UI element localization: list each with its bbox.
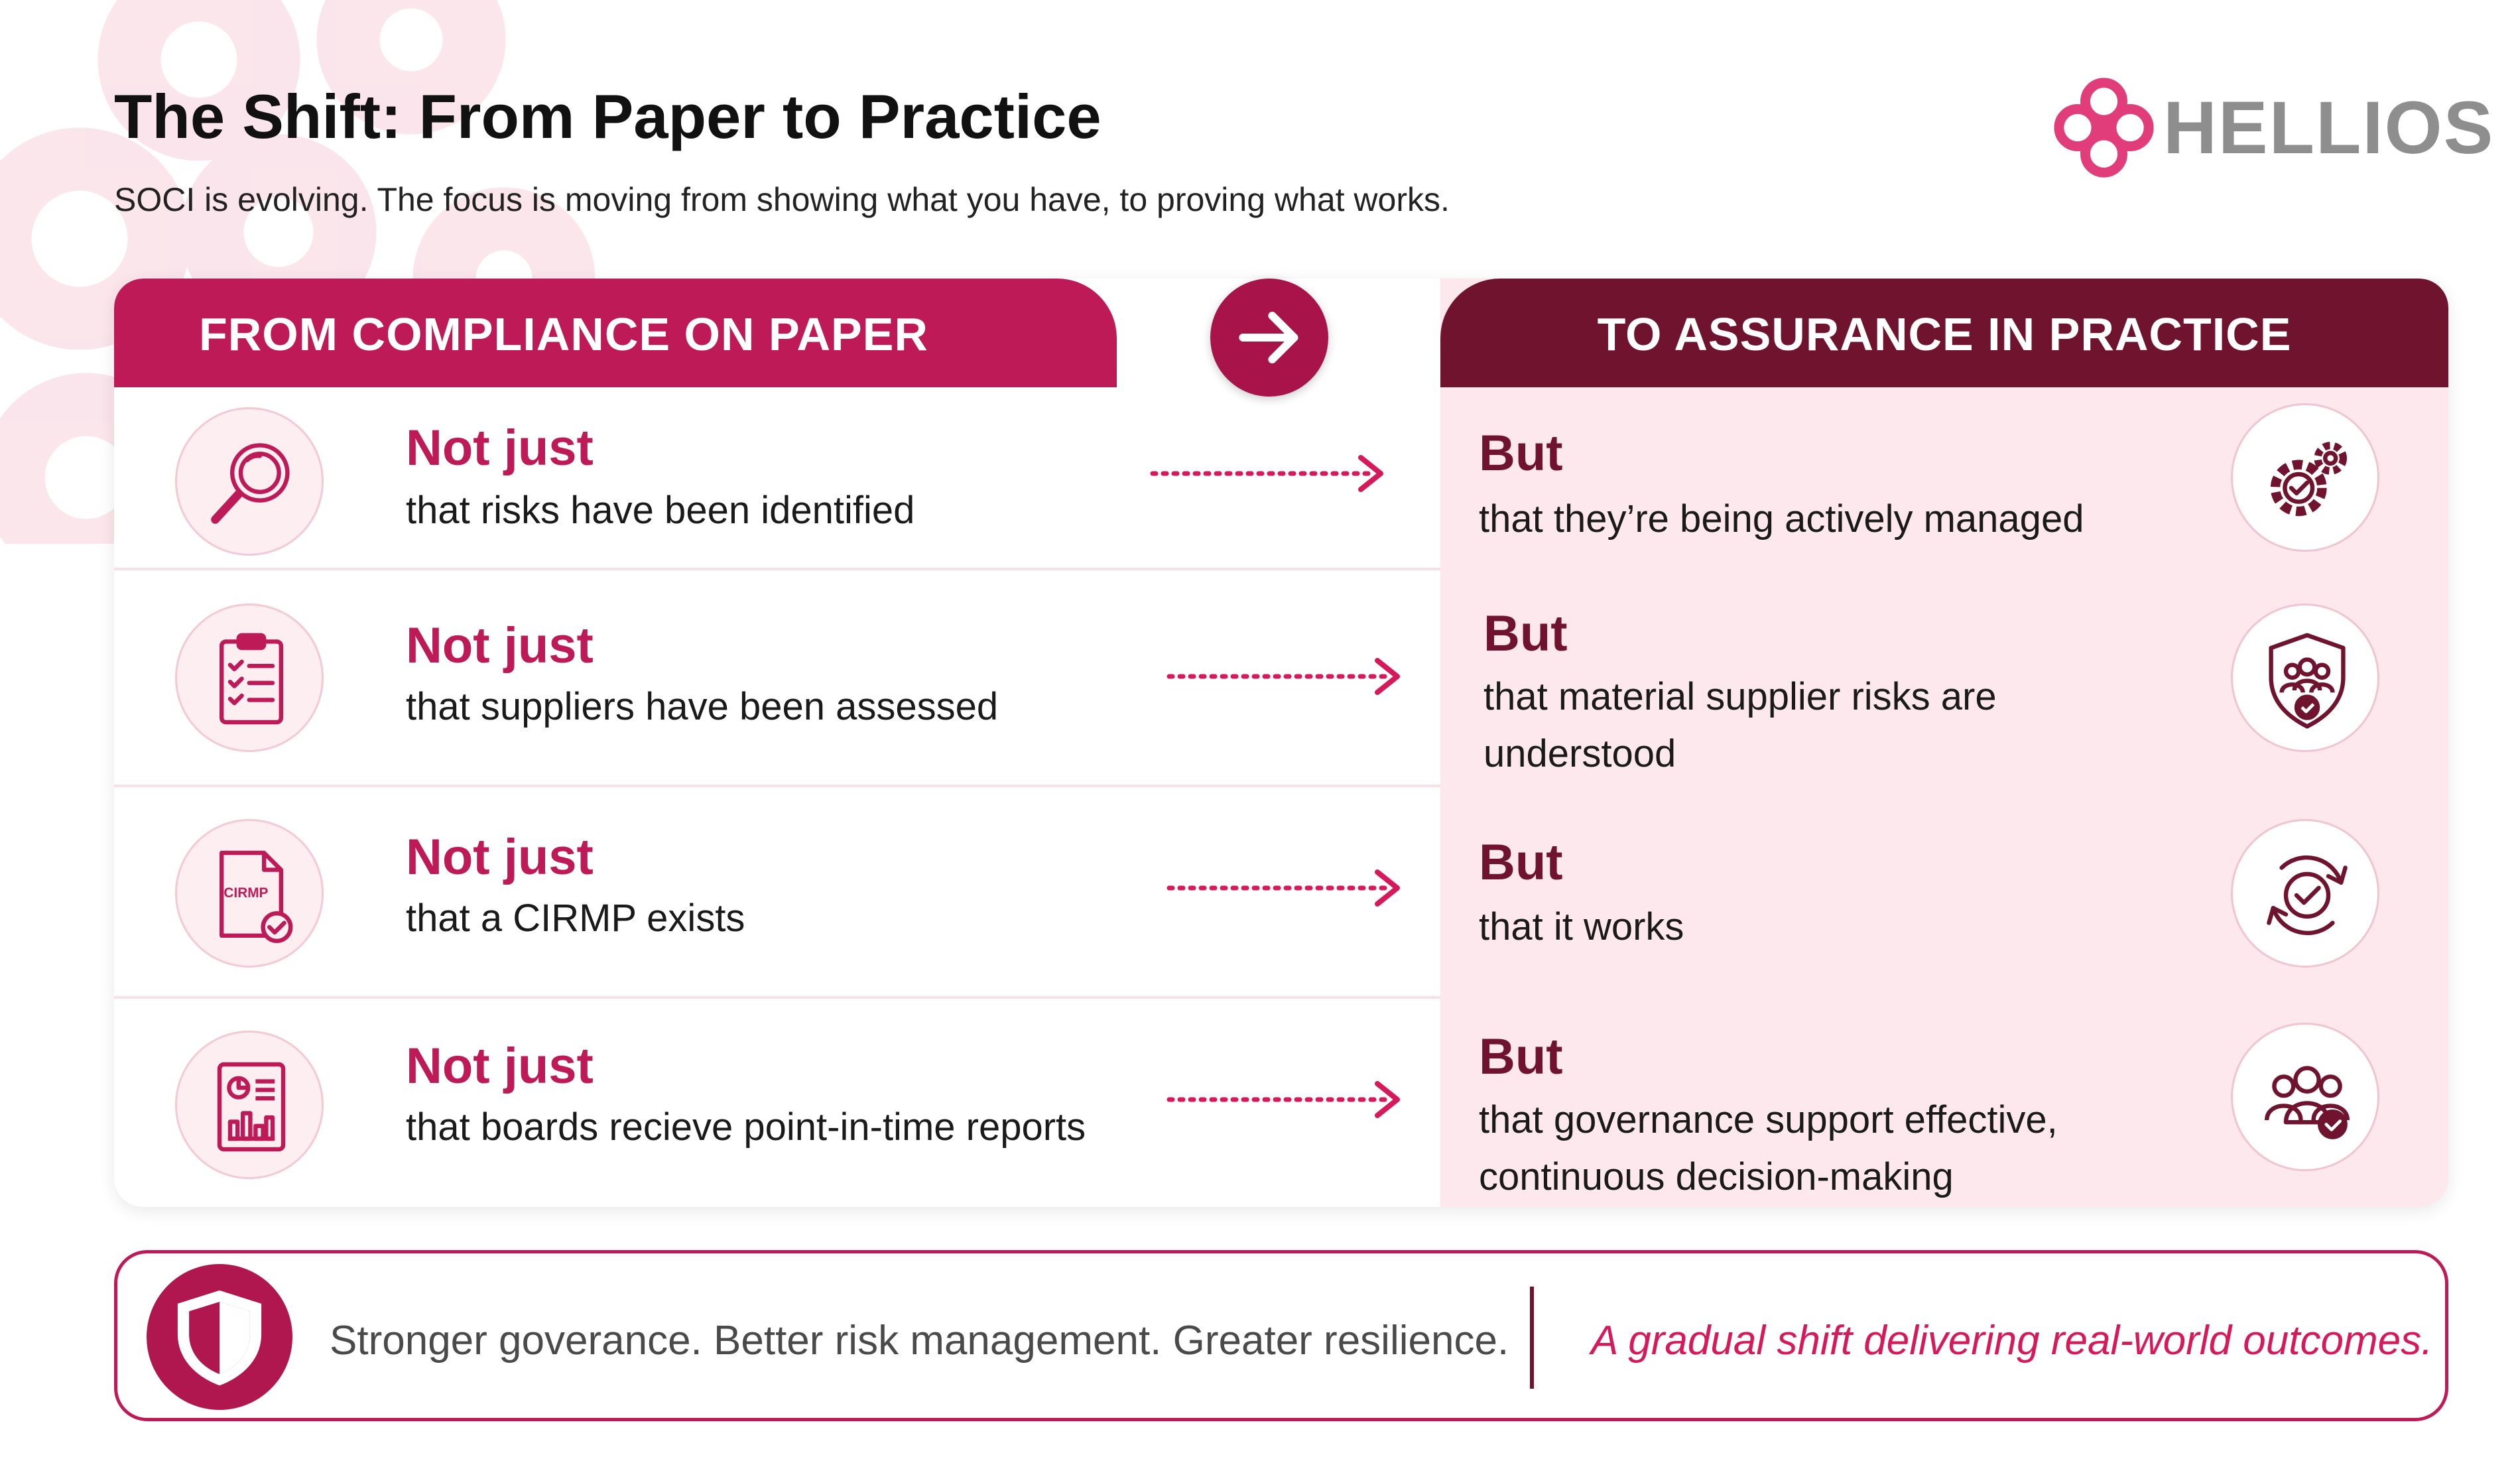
arrow-right-icon [1210, 279, 1328, 397]
cirmp-document-icon: CIRMP [175, 819, 324, 968]
row-divider [114, 996, 1440, 999]
assurance-header: TO ASSURANCE IN PRACTICE [1440, 279, 2448, 387]
row-right-text: that governance support effective, conti… [1479, 1098, 2058, 1198]
row-right-text: that it works [1479, 905, 1684, 948]
comparison-row-suppliers: Not just that suppliers have been assess… [114, 570, 2448, 785]
report-chart-icon [175, 1031, 324, 1179]
compliance-header-label: FROM COMPLIANCE ON PAPER [199, 308, 928, 360]
row-heading-but: But [1483, 605, 1568, 662]
comparison-card: FROM COMPLIANCE ON PAPER TO ASSURANCE IN… [114, 279, 2448, 1207]
group-check-icon [2231, 1023, 2379, 1171]
row-left-text: that boards recieve point-in-time report… [406, 1106, 1086, 1149]
dotted-arrow-icon [1166, 869, 1400, 907]
dotted-arrow-icon [1150, 455, 1383, 492]
dotted-arrow-icon [1166, 658, 1400, 695]
shield-icon [147, 1264, 292, 1410]
assurance-header-label: TO ASSURANCE IN PRACTICE [1597, 308, 2292, 360]
row-heading-but: But [1479, 834, 1563, 891]
dotted-arrow-icon [1166, 1081, 1400, 1118]
row-divider [114, 785, 1440, 787]
row-left-text: that suppliers have been assessed [406, 685, 999, 728]
vertical-divider [1530, 1287, 1534, 1389]
row-heading-but: But [1479, 425, 1563, 481]
row-heading-not-just: Not just [406, 420, 594, 476]
comparison-row-risks: Not just that risks have been identified… [114, 387, 2448, 568]
row-left-text: that a CIRMP exists [406, 897, 745, 940]
compliance-header: FROM COMPLIANCE ON PAPER [114, 279, 1117, 387]
comparison-row-reports: Not just that boards recieve point-in-ti… [114, 999, 2448, 1207]
cirmp-icon-label: CIRMP [223, 885, 268, 901]
magnifying-glass-icon [175, 407, 324, 556]
row-heading-but: But [1479, 1029, 1563, 1085]
summary-statement: Stronger goverance. Better risk manageme… [330, 1318, 1509, 1364]
shield-people-icon [2231, 603, 2379, 752]
row-right-text: that material supplier risks are underst… [1483, 675, 1997, 775]
row-left-text: that risks have been identified [406, 489, 915, 532]
hellios-knot-logo-icon [2054, 78, 2154, 178]
page-title: The Shift: From Paper to Practice [114, 82, 1102, 151]
row-right-text: that they’re being actively managed [1479, 497, 2084, 540]
brand-name: HELLIOS [2163, 86, 2495, 169]
comparison-row-cirmp: CIRMP Not just that a CIRMP exists But t… [114, 787, 2448, 996]
gears-check-icon [2231, 403, 2379, 552]
summary-banner: Stronger goverance. Better risk manageme… [114, 1250, 2448, 1421]
clipboard-checklist-icon [175, 603, 324, 752]
row-heading-not-just: Not just [406, 829, 594, 885]
summary-tagline: A gradual shift delivering real-world ou… [1591, 1318, 2433, 1364]
page-subtitle: SOCI is evolving. The focus is moving fr… [114, 181, 1450, 218]
row-heading-not-just: Not just [406, 1038, 594, 1094]
row-divider [114, 568, 1440, 570]
row-heading-not-just: Not just [406, 617, 594, 674]
cycle-check-icon [2231, 819, 2379, 968]
